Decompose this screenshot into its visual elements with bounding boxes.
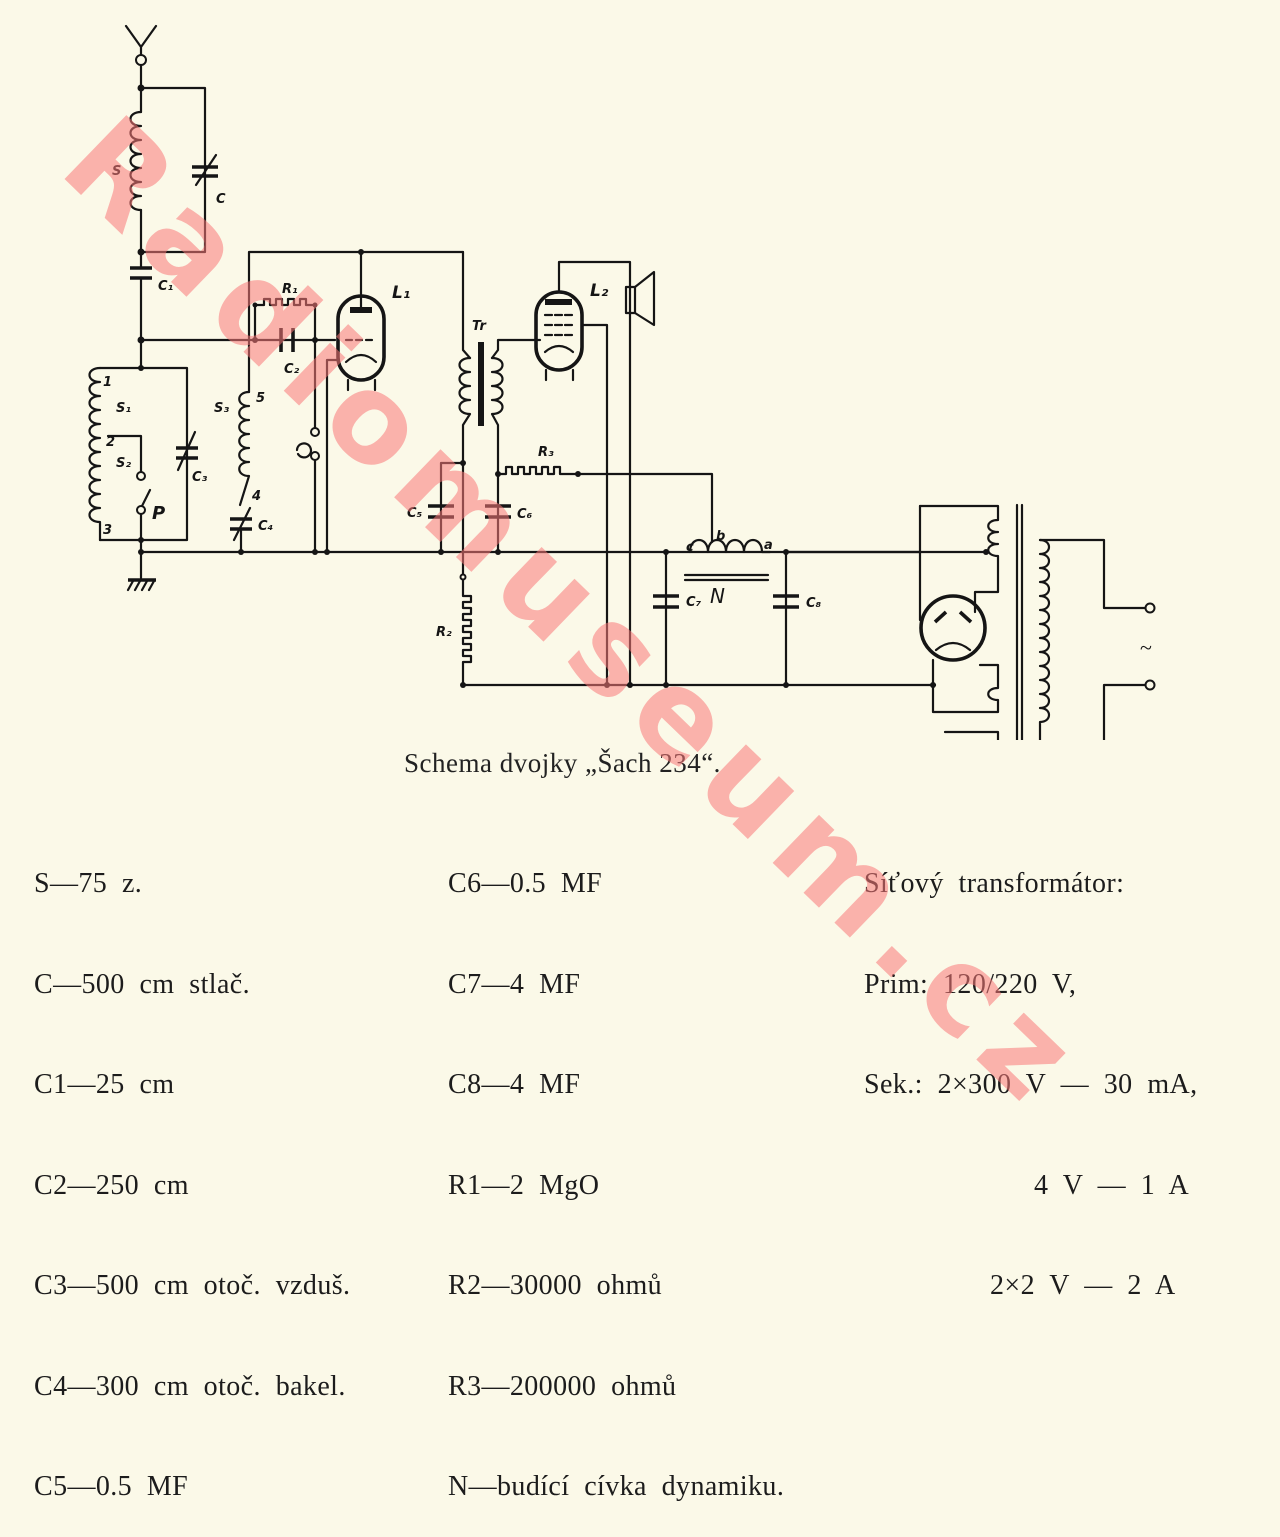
tap-2: 2: [106, 435, 115, 450]
mains-ac-symbol: ~: [1140, 635, 1152, 660]
label-c: C: [216, 192, 226, 207]
tap-4: 4: [251, 489, 261, 504]
label-p: P: [152, 503, 165, 524]
legend-transformer: Síťový transformátor: Prim: 120/220 V, S…: [864, 800, 1198, 1336]
tube-l1: [336, 250, 386, 392]
coil-s: [129, 86, 143, 254]
tube-l2: [534, 290, 584, 382]
label-c7: C₇: [686, 595, 702, 610]
transformer-heading: Síťový transformátor:: [864, 868, 1125, 899]
label-tr: Tr: [472, 319, 487, 334]
label-c6: C₆: [517, 507, 533, 522]
label-n: N: [710, 584, 725, 608]
label-c3: C₃: [192, 470, 208, 485]
label-l2: L₂: [590, 281, 609, 301]
label-s3: S₃: [214, 401, 229, 416]
transformer-primary: Prim: 120/220 V,: [864, 968, 1077, 1000]
capacitor-c-variable: [192, 153, 218, 187]
label-s2: S₂: [116, 456, 131, 471]
mains-transformer: [918, 503, 1147, 740]
coil-s1: [88, 366, 102, 542]
legend-item: C—500 cm stlač.: [34, 968, 250, 1000]
legend-item: C3—500 cm otoč. vzduš.: [34, 1270, 351, 1301]
diagram-title: Schema dvojky „Šach 234“.: [404, 748, 721, 778]
legend-item: S—75 z.: [34, 868, 143, 899]
legend-left: S—75 z. C—500 cm stlač. C1—25 cm C2—250 …: [34, 800, 350, 1537]
label-r2: R₂: [436, 625, 452, 640]
speaker-icon: [624, 270, 656, 327]
legend-item: C4—300 cm otoč. bakel.: [34, 1370, 346, 1402]
label-c1: C₁: [158, 279, 174, 294]
mains-terminal-1[interactable]: [1144, 602, 1156, 614]
circuit-schematic: S C C₁ 1 S₁ 2 S₂ 3 P C₃ S₃ 5: [88, 24, 1156, 740]
legend-item: N—budící cívka dynamiku.: [448, 1471, 785, 1502]
label-r1: R₁: [282, 282, 298, 297]
label-c4: C₄: [258, 519, 274, 534]
legend-item: C2—250 cm: [34, 1169, 189, 1201]
legend-item: C1—25 cm: [34, 1069, 175, 1100]
antenna-icon: [124, 24, 158, 90]
tap-b: b: [716, 529, 725, 544]
label-c2: C₂: [284, 362, 300, 377]
label-l1: L₁: [392, 283, 410, 303]
transformer-secondary-heater: 4 V — 1 A: [1034, 1169, 1190, 1201]
field-coil-n[interactable]: [683, 538, 772, 582]
legend-item: R2—30000 ohmů: [448, 1270, 663, 1301]
legend-item: R1—2 MgO: [448, 1169, 600, 1201]
legend-item: C8—4 MF: [448, 1069, 581, 1100]
tap-1: 1: [103, 375, 112, 390]
transformer-secondary-filament: 2×2 V — 2 A: [990, 1270, 1176, 1301]
ground-icon: [126, 578, 156, 592]
switch-p[interactable]: [136, 488, 152, 515]
legend-item: C5—0.5 MF: [34, 1471, 189, 1502]
tap-a: a: [764, 538, 773, 553]
legend-middle: C6—0.5 MF C7—4 MF C8—4 MF R1—2 MgO R2—30…: [448, 800, 784, 1537]
legend-item: R3—200000 ohmů: [448, 1370, 677, 1402]
mains-terminal-2[interactable]: [1144, 679, 1156, 691]
tap-c: c: [686, 540, 694, 555]
label-s1: S₁: [116, 401, 131, 416]
tap-5: 5: [256, 391, 265, 406]
legend-item: C7—4 MF: [448, 968, 581, 1000]
label-c8: C₈: [806, 596, 822, 611]
label-s: S: [112, 164, 121, 179]
legend-item: C6—0.5 MF: [448, 868, 603, 899]
transformer-tr: [458, 342, 504, 476]
transformer-secondary: Sek.: 2×300 V — 30 mA,: [864, 1069, 1198, 1100]
tap-3: 3: [103, 523, 112, 538]
label-r3: R₃: [538, 445, 554, 460]
label-c5: C₅: [407, 506, 423, 521]
